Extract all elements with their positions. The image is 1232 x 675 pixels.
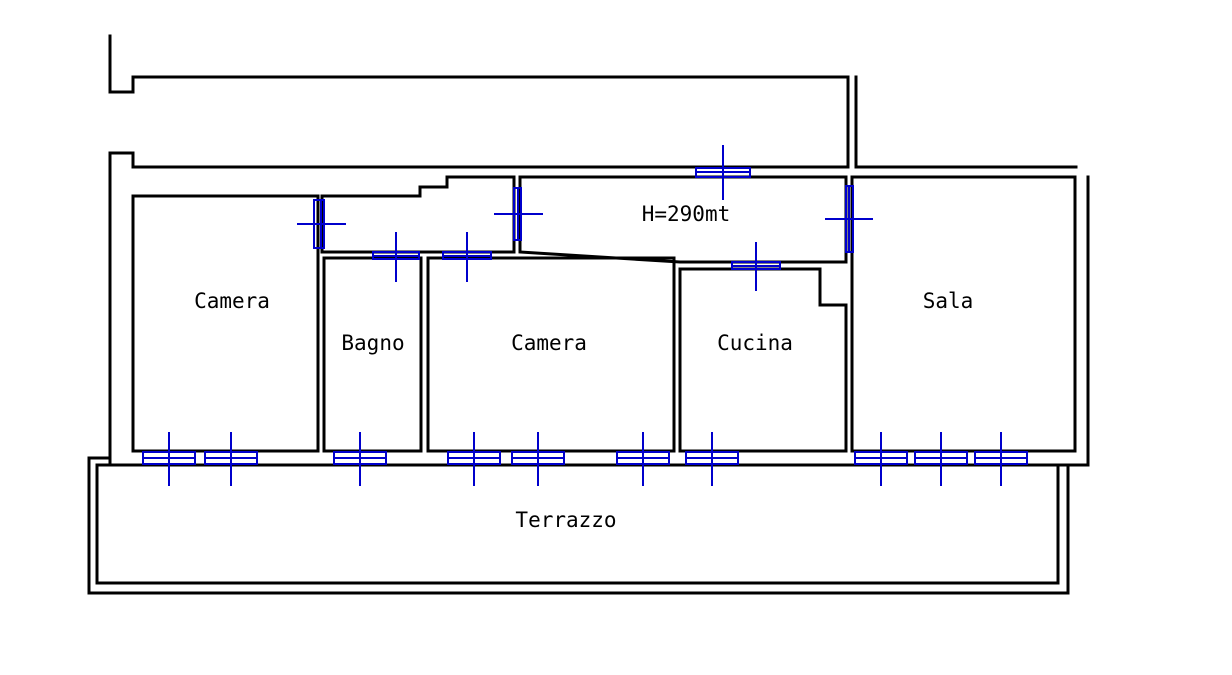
door-cucina — [731, 242, 781, 291]
terrace-outer-wall — [87, 456, 1070, 595]
label-camera-center: Camera — [511, 331, 587, 355]
door-camera-left-hallway — [297, 199, 346, 249]
window-camera-left-2 — [204, 432, 258, 486]
window-sala-3 — [974, 432, 1028, 486]
window-camera-left-1 — [142, 432, 196, 486]
interior-doors — [297, 145, 873, 291]
window-camera-center-2 — [511, 432, 565, 486]
label-cucina: Cucina — [717, 331, 793, 355]
labels: H=290mt Camera Bagno Camera Cucina Sala … — [194, 202, 973, 532]
rooms — [131, 175, 1077, 453]
room-hallway-left — [320, 175, 516, 254]
room-sala — [850, 175, 1077, 453]
window-cucina — [685, 432, 739, 486]
label-camera-left: Camera — [194, 289, 270, 313]
window-camera-center-3 — [616, 432, 670, 486]
room-camera-left — [131, 194, 320, 453]
label-sala: Sala — [923, 289, 974, 313]
upper-corridor-inner-wall — [108, 151, 850, 467]
building-walls — [108, 34, 1090, 467]
room-cucina — [678, 267, 848, 453]
door-hallway-link — [494, 187, 543, 241]
right-upper-wall — [854, 75, 1078, 169]
ceiling-height-label: H=290mt — [642, 202, 731, 226]
door-camera-center — [442, 232, 492, 282]
window-camera-center-1 — [447, 432, 501, 486]
door-entrance — [695, 145, 751, 200]
window-bagno — [333, 432, 387, 486]
window-sala-2 — [914, 432, 968, 486]
facade-windows — [142, 432, 1028, 486]
label-terrazzo: Terrazzo — [515, 508, 616, 532]
upper-corridor-wall — [108, 34, 850, 169]
window-sala-1 — [854, 432, 908, 486]
label-bagno: Bagno — [341, 331, 404, 355]
door-bagno — [372, 232, 420, 282]
door-sala — [825, 185, 873, 253]
